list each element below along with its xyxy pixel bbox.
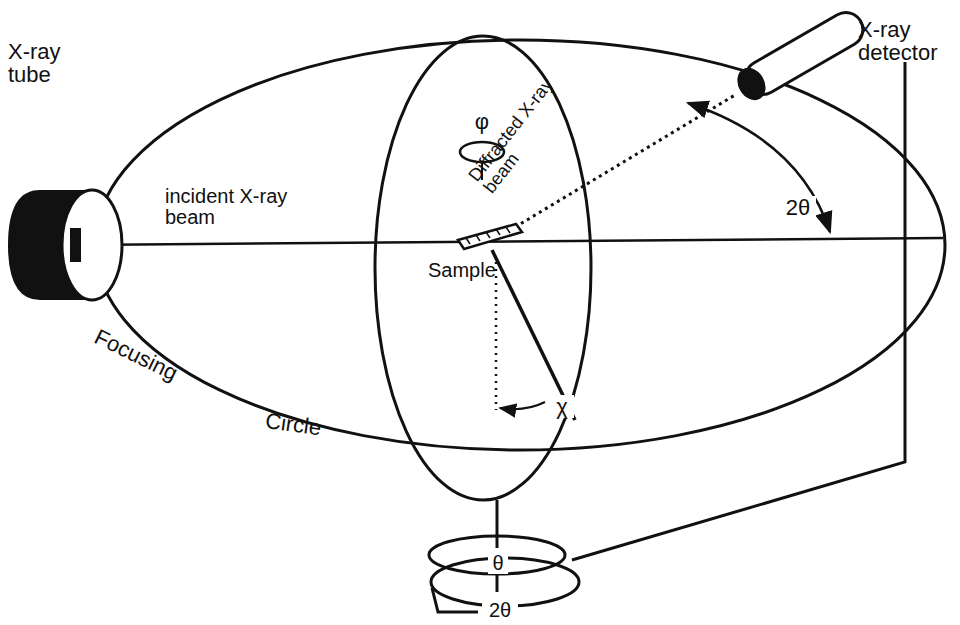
sample-label: Sample [428,260,508,281]
vertical-reference [495,262,498,410]
circle-label: Circle [264,409,356,444]
detector-arm [572,62,905,560]
beam-label: Diffracted X-ray beam [465,71,575,197]
chi-arrow [500,402,545,409]
goniometer-shaft [496,575,499,592]
angle-symbol: 2θ [482,600,518,621]
x-ray-detector [732,6,869,105]
angle-symbol: 2θ [780,196,816,219]
detector-label: X-ray detector [858,18,954,64]
beam-label: incident X-ray beam [165,186,295,228]
chi-arm [492,250,575,420]
angle-symbol: θ [488,553,508,574]
theta-ring [429,536,565,574]
chi-circle [375,36,591,500]
x-ray-tube [8,190,122,300]
angle-symbol: χ [550,395,574,418]
sample-plate [458,224,522,249]
angle-symbol: φ [470,110,494,133]
circle-label: Focusing [91,325,209,398]
two-theta-leader [432,588,478,612]
two-theta-arc [688,103,830,232]
incident-beam [80,238,943,245]
tube-label: X-ray tube [8,40,83,86]
goniometer-shaft [496,500,499,548]
